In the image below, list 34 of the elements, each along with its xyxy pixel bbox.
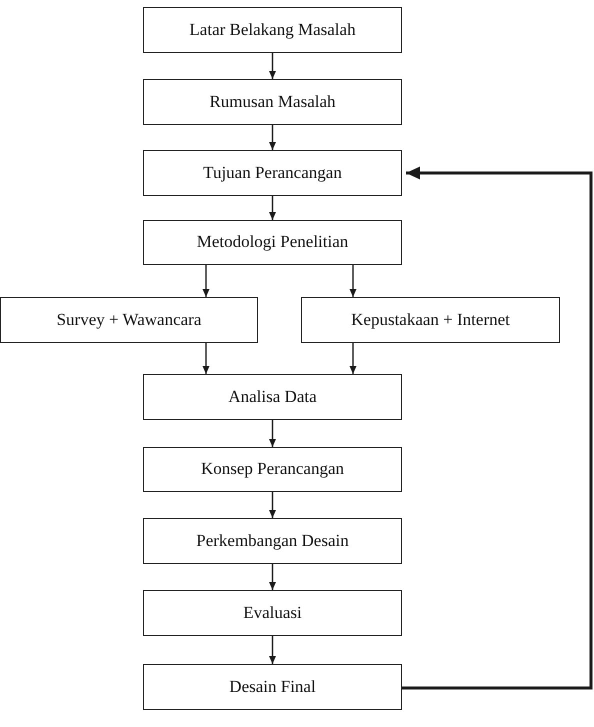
step-label: Tujuan Perancangan [203,162,342,184]
step-label: Konsep Perancangan [200,459,344,480]
process-box [143,518,402,564]
step-label: Analisa Data [228,386,317,408]
step-label: Metodologi Penelitian [196,232,348,253]
process-box [143,447,402,492]
arrow [269,53,276,79]
process-box [301,297,560,343]
arrow [269,125,276,150]
process-box [143,220,402,265]
process-box [143,7,402,53]
arrow [202,265,210,297]
step-label: Desain Final [229,676,316,698]
arrow [269,420,276,447]
feedback-arrow [402,166,592,690]
arrow [269,636,276,664]
arrow [269,196,276,220]
step-label: Evaluasi [243,602,302,624]
step-label: Rumusan Masalah [209,92,336,112]
process-box [143,150,402,196]
step-label: Perkembangan Desain [196,530,349,552]
process-box [143,374,402,420]
step-label: Latar Belakang Masalah [189,20,356,40]
process-box [143,79,402,125]
process-box [143,664,402,710]
arrow [269,492,276,518]
arrow [350,265,356,297]
process-box [143,590,402,636]
arrow [269,564,276,590]
step-label: Survey + Wawancara [56,310,202,330]
arrow [202,343,210,374]
arrow [350,343,356,374]
process-box [0,297,258,343]
step-label: Kepustakaan + Internet [351,310,510,330]
